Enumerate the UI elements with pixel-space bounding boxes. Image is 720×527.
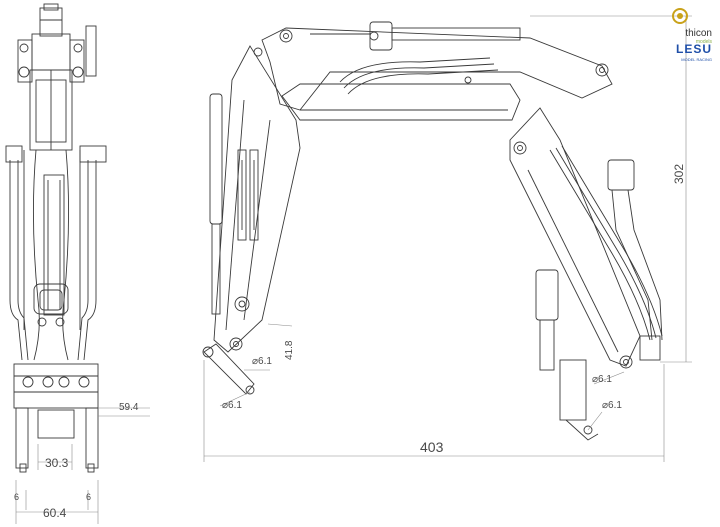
lesu-logo-subtext: MODEL RACING <box>681 57 712 62</box>
front-view <box>5 3 107 473</box>
dim-41-8: 41.8 <box>284 340 295 360</box>
dim-60-4: 60.4 <box>43 506 67 520</box>
dim-6-left: 6 <box>14 492 19 502</box>
lesu-logo-text: LESU <box>675 42 712 56</box>
thicon-logo-mark <box>672 8 688 24</box>
lesu-logo: LESU MODEL RACING <box>648 42 712 66</box>
side-dimensions <box>203 15 692 462</box>
thicon-logo-subtext: models <box>695 39 712 45</box>
dim-403: 403 <box>420 439 444 455</box>
dim-59-4: 59.4 <box>119 402 139 413</box>
dim-hole-bucket-1: ⌀6.1 <box>252 356 272 367</box>
side-view <box>202 21 663 441</box>
thicon-logo-text: thicon <box>685 28 712 39</box>
dim-30-3: 30.3 <box>45 456 69 470</box>
dim-6-right: 6 <box>86 492 91 502</box>
thicon-logo: thicon models <box>652 6 712 46</box>
front-dimensions <box>15 407 150 524</box>
dim-hole-right-1: ⌀6.1 <box>592 374 612 385</box>
dim-hole-bucket-2: ⌀6.1 <box>222 400 242 411</box>
dim-hole-right-2: ⌀6.1 <box>602 400 622 411</box>
dim-302: 302 <box>672 164 686 184</box>
